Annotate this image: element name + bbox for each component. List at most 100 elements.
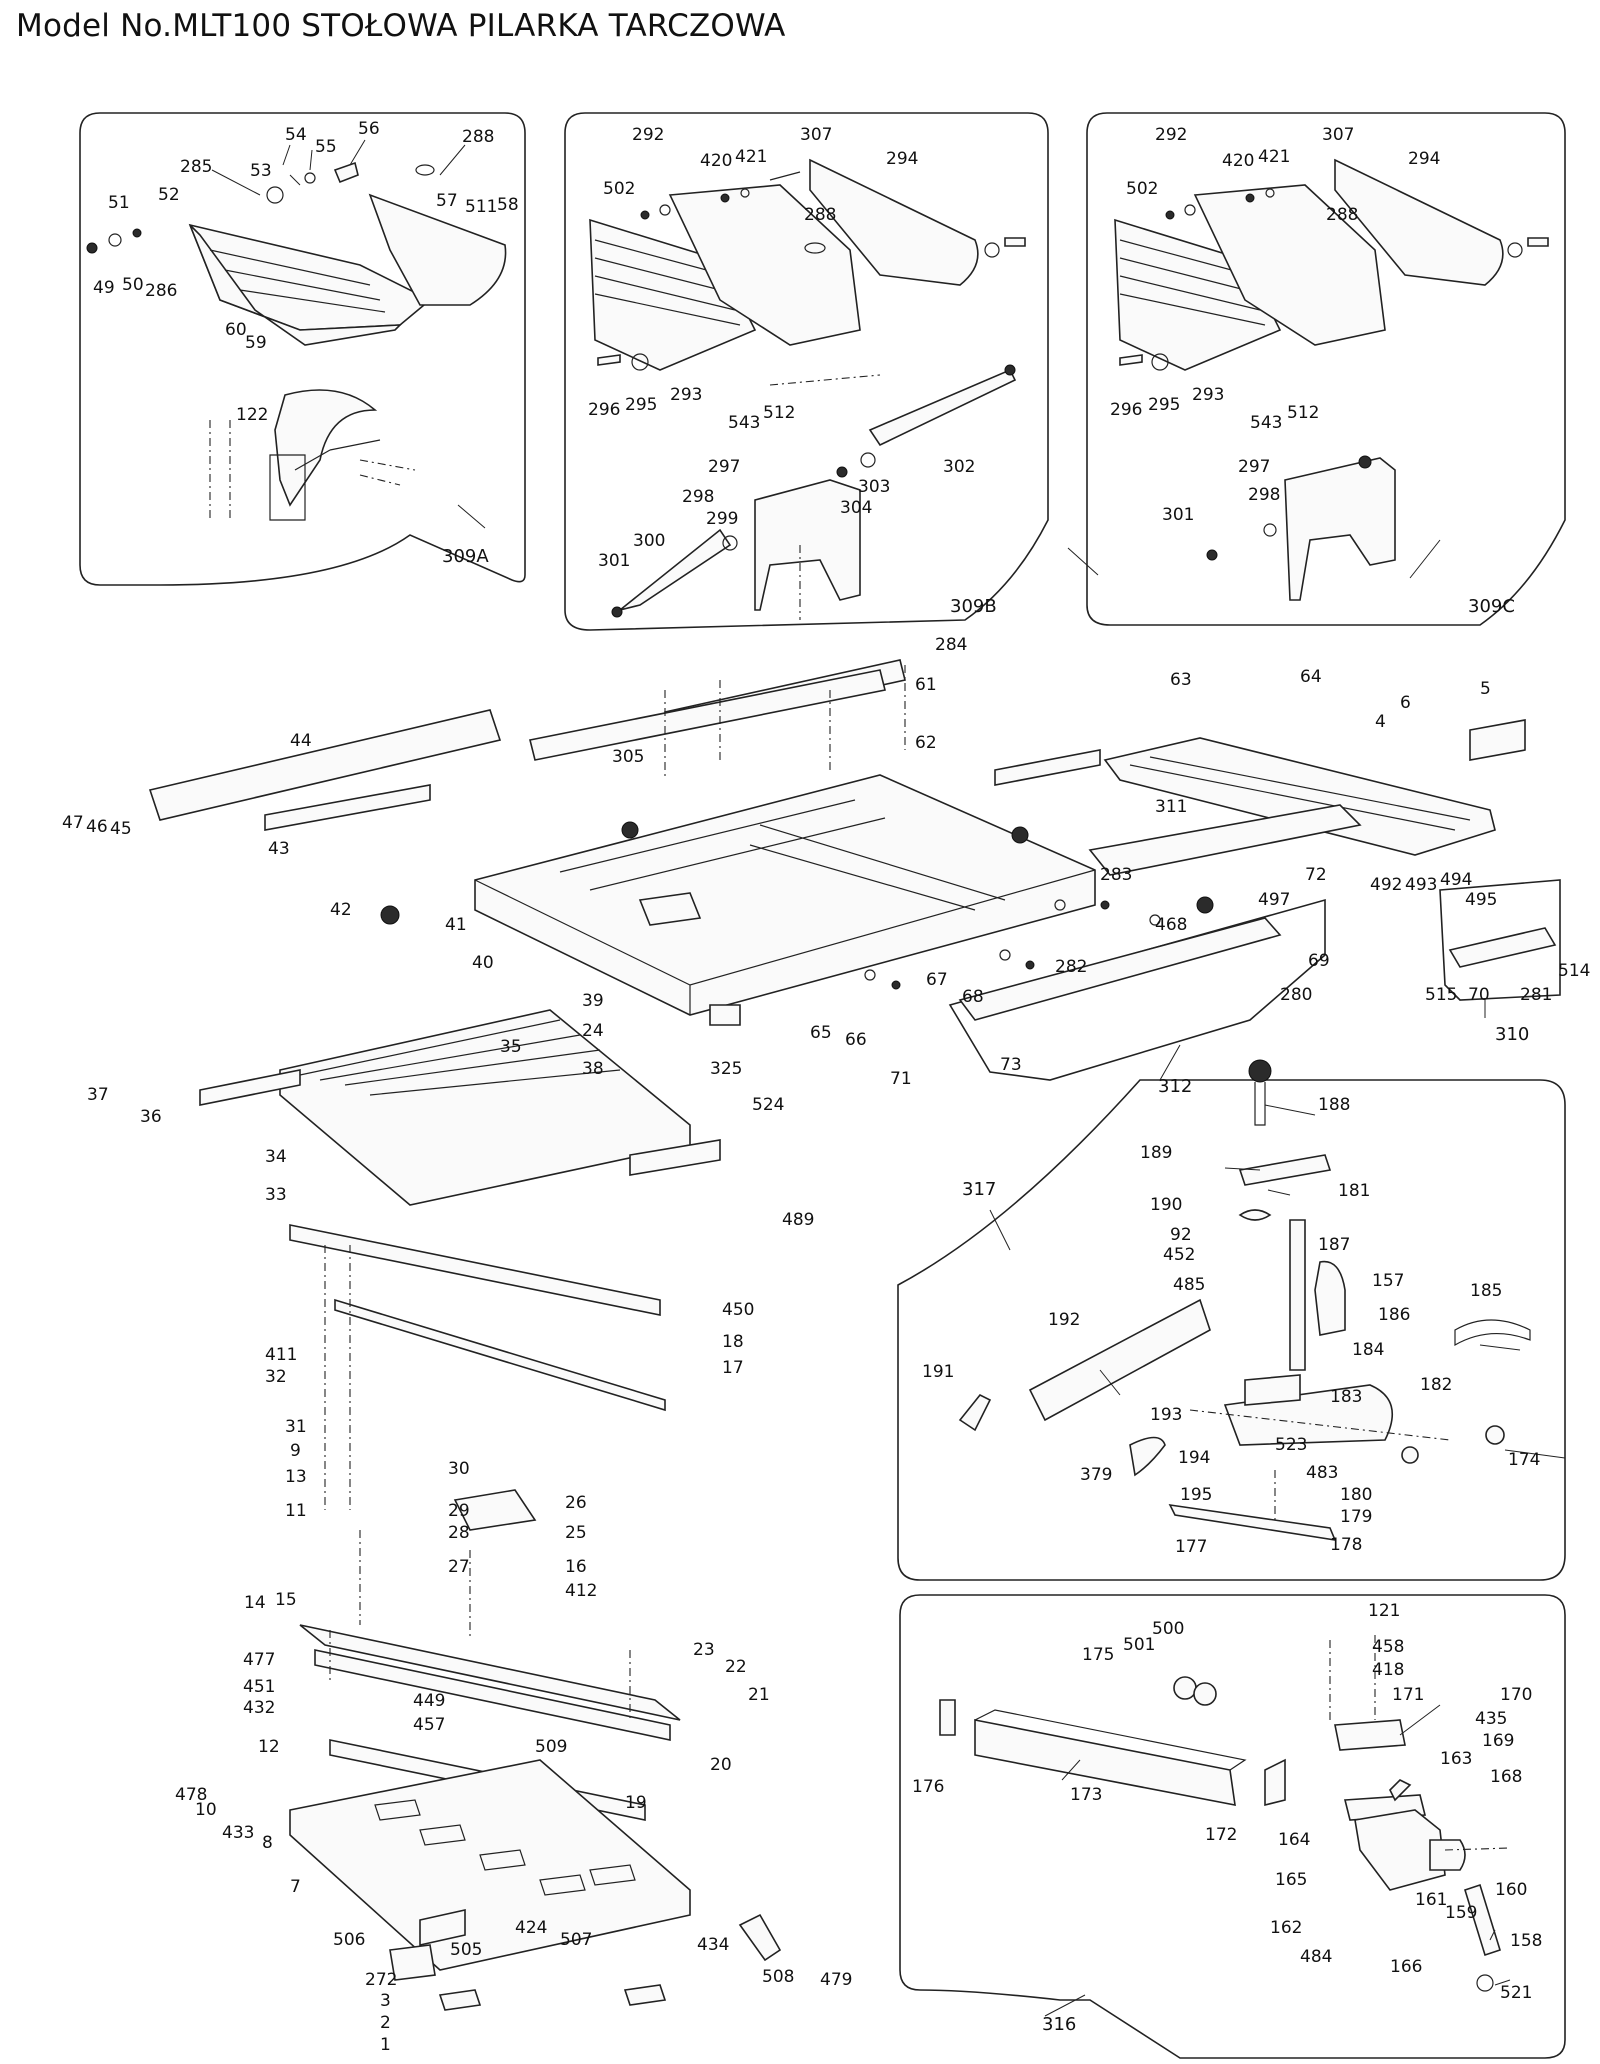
part-label: 71 <box>890 1069 912 1089</box>
part-label: 282 <box>1055 957 1087 977</box>
part-label: 411 <box>265 1345 297 1365</box>
part-label: 451 <box>243 1677 275 1697</box>
part-label: 45 <box>110 819 132 839</box>
part-label: 450 <box>722 1300 754 1320</box>
part-label: 298 <box>1248 485 1280 505</box>
group-label-309A: 309A <box>442 546 489 567</box>
leader-lines <box>211 139 1566 2017</box>
part-label: 122 <box>236 405 268 425</box>
part-label: 176 <box>912 1777 944 1797</box>
part-label: 160 <box>1495 1880 1527 1900</box>
part-label: 19 <box>625 1793 647 1813</box>
part-label: 177 <box>1175 1537 1207 1557</box>
part-label: 21 <box>748 1685 770 1705</box>
part-label: 457 <box>413 1715 445 1735</box>
part-label: 163 <box>1440 1749 1472 1769</box>
part-label: 6 <box>1400 693 1411 713</box>
group-frame-309C <box>1086 112 1566 626</box>
part-label: 61 <box>915 675 937 695</box>
table-top-assembly <box>148 659 1557 1026</box>
part-label: 502 <box>1126 179 1158 199</box>
part-label: 35 <box>500 1037 522 1057</box>
part-label: 307 <box>800 125 832 145</box>
part-label: 421 <box>735 147 767 167</box>
group-frame-317 <box>897 1079 1566 1581</box>
part-label: 190 <box>1150 1195 1182 1215</box>
part-label: 168 <box>1490 1767 1522 1787</box>
part-number-labels: 54 55 56 288 53 285 51 52 57 511 58 49 5… <box>62 119 1590 2055</box>
part-label: 18 <box>722 1332 744 1352</box>
part-label: 194 <box>1178 1448 1210 1468</box>
part-label: 193 <box>1150 1405 1182 1425</box>
part-label: 73 <box>1000 1055 1022 1075</box>
part-label: 489 <box>782 1210 814 1230</box>
part-label: 191 <box>922 1362 954 1382</box>
part-label: 449 <box>413 1691 445 1711</box>
part-label: 25 <box>565 1523 587 1543</box>
part-label: 300 <box>633 531 665 551</box>
part-label: 305 <box>612 747 644 767</box>
part-label: 479 <box>820 1970 852 1990</box>
part-label: 288 <box>462 127 494 147</box>
part-label: 161 <box>1415 1890 1447 1910</box>
blade-guard-assembly-309A <box>86 161 507 521</box>
part-label: 34 <box>265 1147 287 1167</box>
group-frame-312 <box>948 898 1326 1081</box>
part-label: 418 <box>1372 1660 1404 1680</box>
part-label: 43 <box>268 839 290 859</box>
part-label: 297 <box>708 457 740 477</box>
part-label: 68 <box>962 987 984 1007</box>
part-label: 421 <box>1258 147 1290 167</box>
part-label: 22 <box>725 1657 747 1677</box>
part-label: 293 <box>670 385 702 405</box>
part-label: 303 <box>858 477 890 497</box>
part-label: 379 <box>1080 1465 1112 1485</box>
part-label: 523 <box>1275 1435 1307 1455</box>
part-label: 42 <box>330 900 352 920</box>
part-label: 165 <box>1275 1870 1307 1890</box>
part-label: 292 <box>632 125 664 145</box>
part-label: 159 <box>1445 1903 1477 1923</box>
part-label: 515 <box>1425 985 1457 1005</box>
part-label: 4 <box>1375 712 1386 732</box>
part-label: 183 <box>1330 1387 1362 1407</box>
part-label: 295 <box>1148 395 1180 415</box>
part-label: 283 <box>1100 865 1132 885</box>
part-label: 41 <box>445 915 467 935</box>
group-frame-309A <box>79 112 526 586</box>
part-label: 281 <box>1520 985 1552 1005</box>
part-label: 52 <box>158 185 180 205</box>
part-label: 182 <box>1420 1375 1452 1395</box>
blade-guard-assembly-309B <box>589 158 1026 620</box>
part-label: 28 <box>448 1523 470 1543</box>
part-label: 39 <box>582 991 604 1011</box>
part-label: 9 <box>290 1441 301 1461</box>
part-label: 307 <box>1322 125 1354 145</box>
part-label: 195 <box>1180 1485 1212 1505</box>
part-label: 174 <box>1508 1450 1540 1470</box>
blade-guard-assembly-309C <box>1114 158 1549 601</box>
part-label: 288 <box>1326 205 1358 225</box>
part-label: 502 <box>603 179 635 199</box>
part-label: 507 <box>560 1930 592 1950</box>
part-label: 424 <box>515 1918 547 1938</box>
part-label: 512 <box>763 403 795 423</box>
part-label: 543 <box>1250 413 1282 433</box>
part-label: 302 <box>943 457 975 477</box>
part-label: 468 <box>1155 915 1187 935</box>
part-label: 15 <box>275 1590 297 1610</box>
part-label: 36 <box>140 1107 162 1127</box>
part-label: 492 <box>1370 875 1402 895</box>
part-label: 178 <box>1330 1535 1362 1555</box>
part-label: 166 <box>1390 1957 1422 1977</box>
part-label: 294 <box>1408 149 1440 169</box>
part-label: 500 <box>1152 1619 1184 1639</box>
part-label: 485 <box>1173 1275 1205 1295</box>
part-label: 13 <box>285 1467 307 1487</box>
part-label: 189 <box>1140 1143 1172 1163</box>
part-label: 40 <box>472 953 494 973</box>
part-label: 92 <box>1170 1225 1192 1245</box>
part-label: 29 <box>448 1501 470 1521</box>
part-label: 56 <box>358 119 380 139</box>
